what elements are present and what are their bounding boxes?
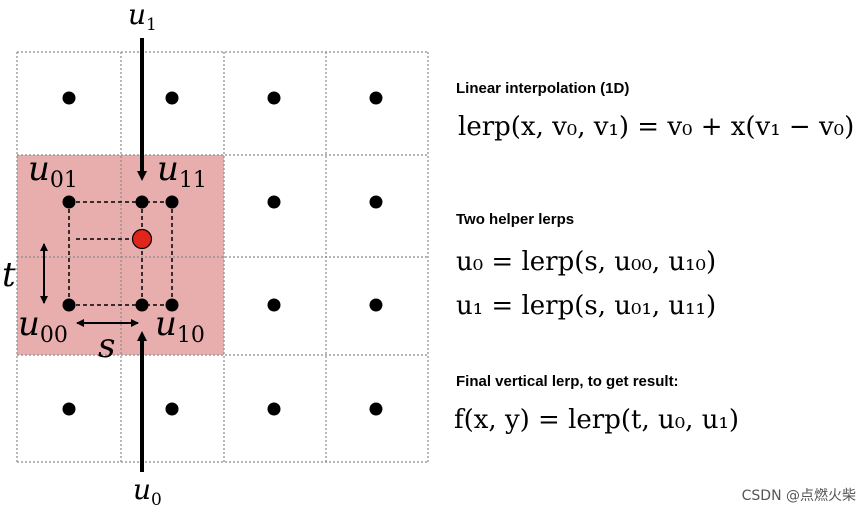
texel-dot [165,91,179,105]
formula-lerp-definition: lerp(x, v₀, v₁) = v₀ + x(v₁ − v₀) [458,112,854,142]
formula-u1: u₁ = lerp(s, u₀₁, u₁₁) [456,291,716,321]
label-u10: u10 [155,304,205,348]
formula-panel: Linear interpolation (1D) lerp(x, v₀, v₁… [454,80,854,435]
heading-helper-lerps: Two helper lerps [456,211,574,228]
sample-point [131,228,153,250]
label-u11: u11 [157,149,207,193]
formula-u0: u₀ = lerp(s, u₀₀, u₁₀) [456,247,716,277]
label-t: t [2,255,16,295]
label-u01: u01 [28,149,78,193]
texel-dots [62,91,383,416]
texel-grid [16,51,429,463]
texel-dot [267,402,281,416]
texel-dot [62,402,76,416]
interpolation-box [68,201,173,306]
label-u1-top: u1 [128,0,157,35]
texel-dot [267,91,281,105]
texel-dot [369,195,383,209]
label-s: s [98,326,115,366]
label-u0-bottom: u0 [133,473,162,510]
texel-dot [267,195,281,209]
formula-f: f(x, y) = lerp(t, u₀, u₁) [454,405,739,435]
texel-dot [165,402,179,416]
texel-dot [369,402,383,416]
watermark: CSDN @点燃火柴 [742,487,856,504]
texel-dot [369,91,383,105]
texel-dot [62,91,76,105]
heading-final-lerp: Final vertical lerp, to get result: [456,373,679,390]
texel-dot [267,298,281,312]
label-u00: u00 [18,304,68,348]
texel-dot [165,298,179,312]
texel-dot [369,298,383,312]
heading-linear-interpolation: Linear interpolation (1D) [456,80,629,97]
